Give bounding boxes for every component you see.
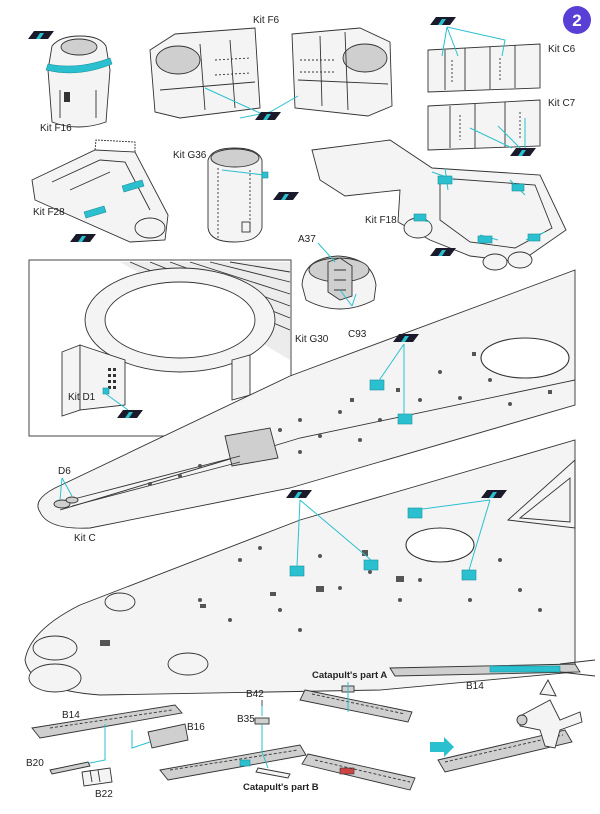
kit-c6-part — [427, 17, 541, 93]
label-kit-g30: Kit G30 — [295, 334, 329, 345]
lower-deck — [24, 439, 576, 696]
etch-icon — [286, 490, 312, 498]
label-kit-c6: Kit C6 — [548, 44, 576, 55]
inset-kit-d1 — [28, 259, 292, 437]
step-number: 2 — [572, 11, 581, 30]
kit-g30-part — [301, 242, 377, 310]
direction-arrow — [430, 737, 454, 757]
label-catapult-part-a: Catapult's part A — [312, 670, 387, 681]
label-kit-c: Kit C — [74, 533, 96, 544]
catapult-assembly-mid — [159, 700, 307, 781]
etch-icon — [28, 31, 54, 39]
kit-f18-part — [311, 139, 567, 271]
step-badge: 2 — [563, 6, 591, 34]
label-b20: B20 — [26, 758, 44, 769]
label-kit-f28: Kit F28 — [33, 207, 65, 218]
label-kit-c7: Kit C7 — [548, 98, 576, 109]
etch-icon — [255, 112, 281, 120]
kit-c7-part — [427, 99, 541, 156]
etch-icon — [510, 148, 536, 156]
label-a37: A37 — [298, 234, 316, 245]
etch-icon — [430, 248, 456, 256]
label-c93: C93 — [348, 329, 367, 340]
label-b42: B42 — [246, 689, 264, 700]
etch-icon — [70, 234, 96, 242]
kit-f6-part — [149, 27, 393, 120]
label-b14-top: B14 — [466, 681, 484, 692]
label-b16: B16 — [187, 722, 205, 733]
catapult-top-b14 — [389, 659, 596, 677]
kit-g36-part — [207, 147, 269, 243]
etch-icon — [430, 17, 456, 25]
kit-f16-part — [28, 31, 113, 128]
kit-f28-part — [31, 139, 169, 243]
label-b35: B35 — [237, 714, 255, 725]
label-catapult-part-b: Catapult's part B — [243, 782, 319, 793]
catapult-final — [437, 679, 583, 773]
label-b22: B22 — [95, 789, 113, 800]
label-d6: D6 — [58, 466, 71, 477]
label-kit-f16: Kit F16 — [40, 123, 72, 134]
label-kit-g36: Kit G36 — [173, 150, 207, 161]
label-kit-f6: Kit F6 — [253, 15, 280, 26]
catapult-rail-b14 — [31, 704, 189, 787]
upper-deck — [37, 269, 576, 529]
label-b14: B14 — [62, 710, 80, 721]
label-kit-d1: Kit D1 — [68, 392, 96, 403]
catapult-assembly-right — [299, 682, 416, 791]
etch-icon — [273, 192, 299, 200]
label-kit-f18: Kit F18 — [365, 215, 397, 226]
